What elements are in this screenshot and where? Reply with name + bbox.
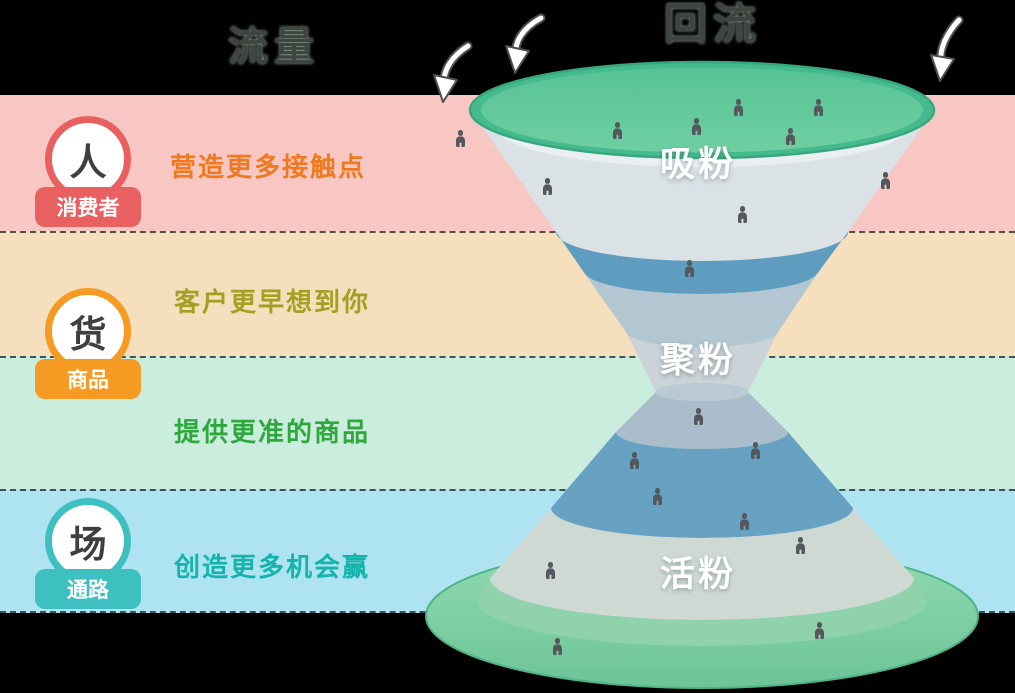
person-icon bbox=[552, 638, 563, 656]
upper-cone-waist bbox=[626, 332, 778, 401]
badge-consumer-circle: 人 bbox=[45, 116, 131, 202]
person-icon bbox=[739, 513, 750, 531]
person-icon bbox=[612, 122, 623, 140]
stage-label-active: 活粉 bbox=[660, 555, 737, 594]
person-icon bbox=[693, 408, 704, 426]
person-icon bbox=[545, 562, 556, 580]
lower-cone-band-3 bbox=[490, 508, 914, 620]
curved-down-arrow-icon bbox=[930, 15, 964, 82]
person-icon bbox=[684, 260, 695, 278]
upper-cone-band-1 bbox=[470, 110, 934, 261]
upper-cone-band-3 bbox=[585, 274, 817, 347]
waist-rim bbox=[656, 383, 748, 401]
curved-down-arrow-icon bbox=[505, 13, 546, 74]
badge-goods-label: 商品 bbox=[35, 359, 141, 399]
badge-channel: 场 通路 bbox=[26, 498, 150, 609]
person-icon bbox=[629, 452, 640, 470]
person-icon bbox=[795, 537, 806, 555]
badge-consumer: 人 消费者 bbox=[26, 116, 150, 227]
band-goods-upper bbox=[0, 231, 1015, 356]
mouth-surface bbox=[481, 67, 923, 153]
badge-goods-char: 货 bbox=[69, 314, 107, 355]
badge-consumer-label: 消费者 bbox=[35, 187, 141, 227]
lower-cone-band-blue bbox=[551, 432, 853, 538]
person-icon bbox=[455, 130, 466, 148]
person-icon bbox=[737, 206, 748, 224]
stage-label-gather: 聚粉 bbox=[660, 341, 737, 380]
person-icon bbox=[542, 178, 553, 196]
badge-channel-char: 场 bbox=[69, 524, 107, 565]
row-text-think-of-you: 客户更早想到你 bbox=[174, 287, 371, 317]
stage-label-attract: 吸粉 bbox=[660, 145, 737, 184]
person-icon bbox=[785, 128, 796, 146]
curved-down-arrow-icon bbox=[433, 41, 473, 103]
row-text-accurate-goods: 提供更准的商品 bbox=[174, 417, 371, 447]
band-goods-lower bbox=[0, 356, 1015, 489]
person-icon bbox=[750, 442, 761, 460]
row-text-touchpoints: 营造更多接触点 bbox=[170, 152, 367, 182]
badge-consumer-char: 人 bbox=[69, 142, 107, 183]
top-center-text-fragment: 回流 bbox=[664, 1, 762, 49]
person-icon bbox=[652, 488, 663, 506]
badge-channel-label: 通路 bbox=[35, 569, 141, 609]
person-icon bbox=[813, 99, 824, 117]
person-icon bbox=[691, 118, 702, 136]
person-icon bbox=[880, 172, 891, 190]
badge-goods: 货 商品 bbox=[26, 288, 150, 399]
person-icon bbox=[814, 622, 825, 640]
top-left-text-fragment: 流量 bbox=[228, 25, 320, 69]
person-icon bbox=[733, 99, 744, 117]
upper-cone-band-blue bbox=[556, 232, 848, 294]
row-text-more-chances: 创造更多机会赢 bbox=[174, 552, 371, 582]
